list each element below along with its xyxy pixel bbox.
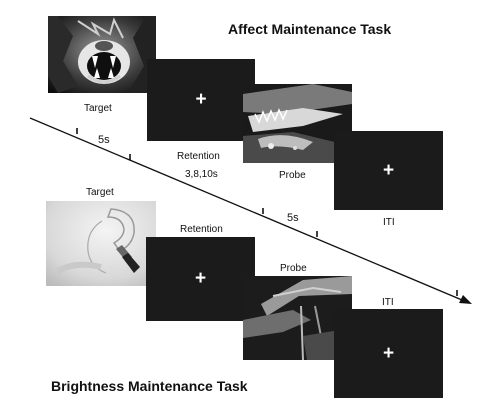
fixation-cross-icon: +: [194, 268, 207, 289]
affect-target-duration: 5s: [98, 134, 110, 146]
fixation-cross-icon: +: [382, 159, 395, 181]
brightness-probe-duration: 5s: [287, 212, 299, 224]
affect-target-label: Target: [84, 103, 112, 114]
affect-task-title: Affect Maintenance Task: [228, 21, 392, 37]
brightness-iti-label: ITI: [382, 297, 394, 308]
brightness-retention-screen: +: [146, 237, 255, 321]
brightness-iti-screen: +: [334, 309, 443, 398]
brightness-target-label: Target: [86, 187, 114, 198]
affect-target-image: [48, 16, 156, 93]
affect-retention-screen: +: [147, 59, 255, 141]
brightness-probe-image: [243, 276, 352, 360]
affect-iti-label: ITI: [383, 217, 395, 228]
fixation-cross-icon: +: [195, 89, 207, 110]
affect-iti-screen: +: [334, 131, 443, 210]
brightness-probe-label: Probe: [280, 263, 307, 274]
brightness-task-title: Brightness Maintenance Task: [51, 378, 248, 394]
brightness-target-image: [46, 201, 156, 286]
affect-retention-label: Retention: [177, 151, 220, 162]
affect-probe-image: [243, 84, 352, 163]
brightness-retention-label: Retention: [180, 224, 223, 235]
fixation-cross-icon: +: [382, 342, 395, 364]
arrowhead-icon: [459, 295, 472, 304]
affect-retention-durations: 3,8,10s: [185, 169, 218, 180]
timeline-line: [29, 117, 463, 301]
affect-probe-label: Probe: [279, 170, 306, 181]
